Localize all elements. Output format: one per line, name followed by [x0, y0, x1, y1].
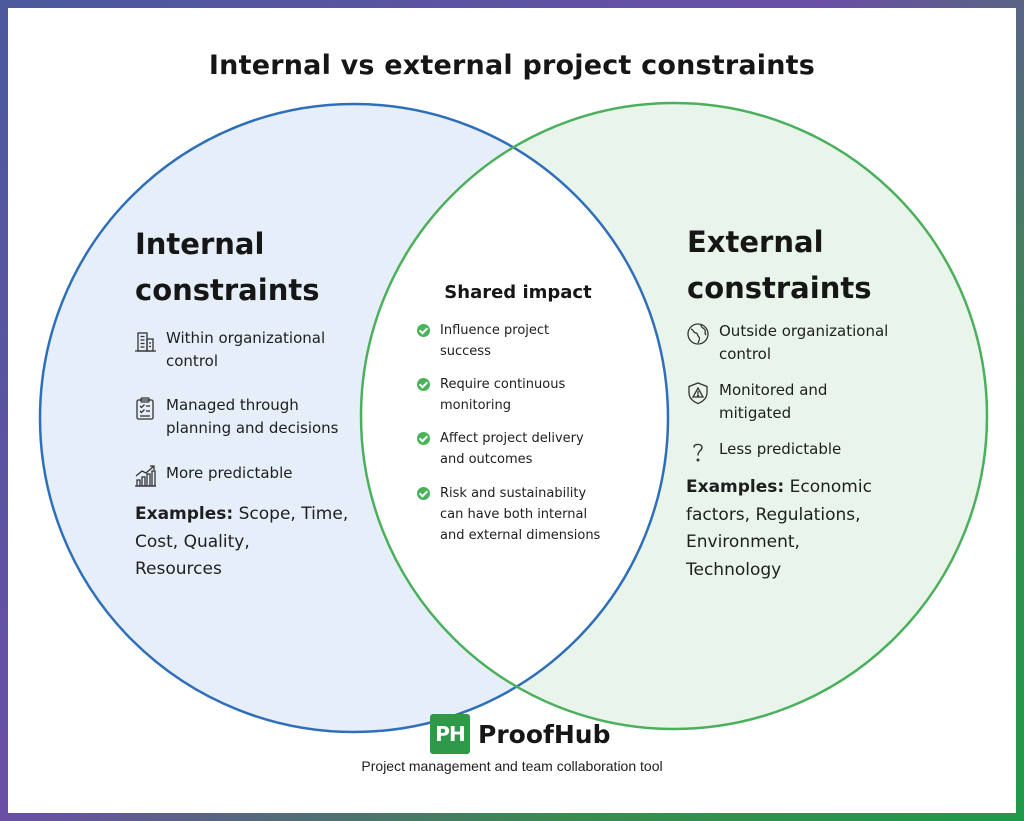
shared-item-line3: and external dimensions — [440, 528, 601, 543]
shared-item-delivery: Affect project delivery and outcomes — [417, 428, 630, 470]
external-item-predictable: Less predictable — [685, 438, 841, 465]
check-icon — [417, 378, 430, 391]
diagram-canvas: Internal vs external project constraints… — [8, 8, 1016, 813]
external-examples-line4: Technology — [686, 559, 782, 580]
external-heading: External constraints — [687, 219, 871, 311]
shared-item-line2: success — [440, 344, 491, 359]
internal-heading: Internal constraints — [135, 221, 319, 313]
internal-item-line2: planning and decisions — [166, 419, 339, 437]
warning-shield-icon — [688, 382, 708, 405]
external-examples-line3: Environment, — [686, 532, 800, 552]
shared-item-monitoring: Require continuous monitoring — [417, 374, 630, 416]
external-item-line2: mitigated — [719, 404, 792, 422]
shared-item-line2: can have both internal — [440, 507, 588, 522]
external-examples-line1: Economic — [784, 477, 872, 497]
shared-heading: Shared impact — [444, 282, 592, 303]
external-item-line2: control — [719, 345, 771, 363]
shared-item-line1: Require continuous — [440, 377, 566, 392]
internal-item-line1: More predictable — [166, 464, 293, 482]
internal-examples-label: Examples: — [135, 504, 234, 524]
check-icon — [417, 487, 430, 500]
internal-examples: Examples: Scope, Time, Cost, Quality, Re… — [135, 501, 348, 584]
brand-tagline: Project management and team collaboratio… — [361, 758, 663, 774]
venn-diagram — [38, 101, 989, 734]
internal-item-control: Within organizational control — [132, 327, 325, 373]
building-icon — [135, 332, 156, 352]
external-heading-line2: constraints — [687, 271, 872, 305]
internal-item-line1: Within organizational — [166, 329, 326, 347]
internal-examples-line3: Resources — [135, 559, 222, 579]
shared-item-line2: and outcomes — [440, 452, 533, 467]
external-heading-line1: External — [687, 225, 824, 259]
shared-item-risk: Risk and sustainability can have both in… — [417, 483, 630, 546]
overlap-region — [361, 104, 668, 729]
shared-item-line1: Risk and sustainability — [440, 486, 587, 501]
shared-item-success: Influence project success — [417, 320, 630, 362]
question-mark-icon — [693, 443, 703, 462]
external-examples-label: Examples: — [686, 477, 785, 497]
external-item-line1: Outside organizational — [719, 322, 889, 340]
check-icon — [417, 324, 430, 337]
external-examples: Examples: Economic factors, Regulations,… — [686, 474, 872, 584]
proofhub-logo: PH — [430, 714, 470, 754]
internal-item-line1: Managed through — [166, 396, 299, 414]
brand-name: ProofHub — [478, 719, 611, 749]
external-circle-outline — [359, 101, 989, 731]
external-item-monitored: Monitored and mitigated — [685, 379, 827, 425]
internal-item-managed: Managed through planning and decisions — [132, 394, 339, 440]
page-title: Internal vs external project constraints — [208, 50, 816, 81]
external-examples-line2: factors, Regulations, — [686, 504, 861, 525]
check-icon — [417, 432, 430, 445]
shared-item-line1: Affect project delivery — [440, 431, 584, 446]
internal-heading-line2: constraints — [135, 273, 320, 307]
internal-examples-line1: Scope, Time, — [233, 504, 349, 524]
growth-chart-icon — [135, 465, 156, 487]
shared-item-line1: Influence project — [440, 323, 550, 338]
internal-heading-line1: Internal — [135, 227, 265, 261]
shared-item-line2: monitoring — [440, 398, 511, 413]
external-item-line1: Monitored and — [719, 381, 828, 399]
external-item-line1: Less predictable — [719, 440, 842, 458]
internal-circle-outline — [38, 102, 670, 734]
internal-item-line2: control — [166, 352, 218, 370]
globe-icon — [687, 323, 709, 345]
brand: PH ProofHub — [430, 714, 611, 754]
internal-examples-line2: Cost, Quality, — [135, 531, 250, 552]
clipboard-icon — [136, 397, 154, 420]
internal-item-predictable: More predictable — [132, 462, 292, 489]
external-item-control: Outside organizational control — [685, 320, 888, 366]
